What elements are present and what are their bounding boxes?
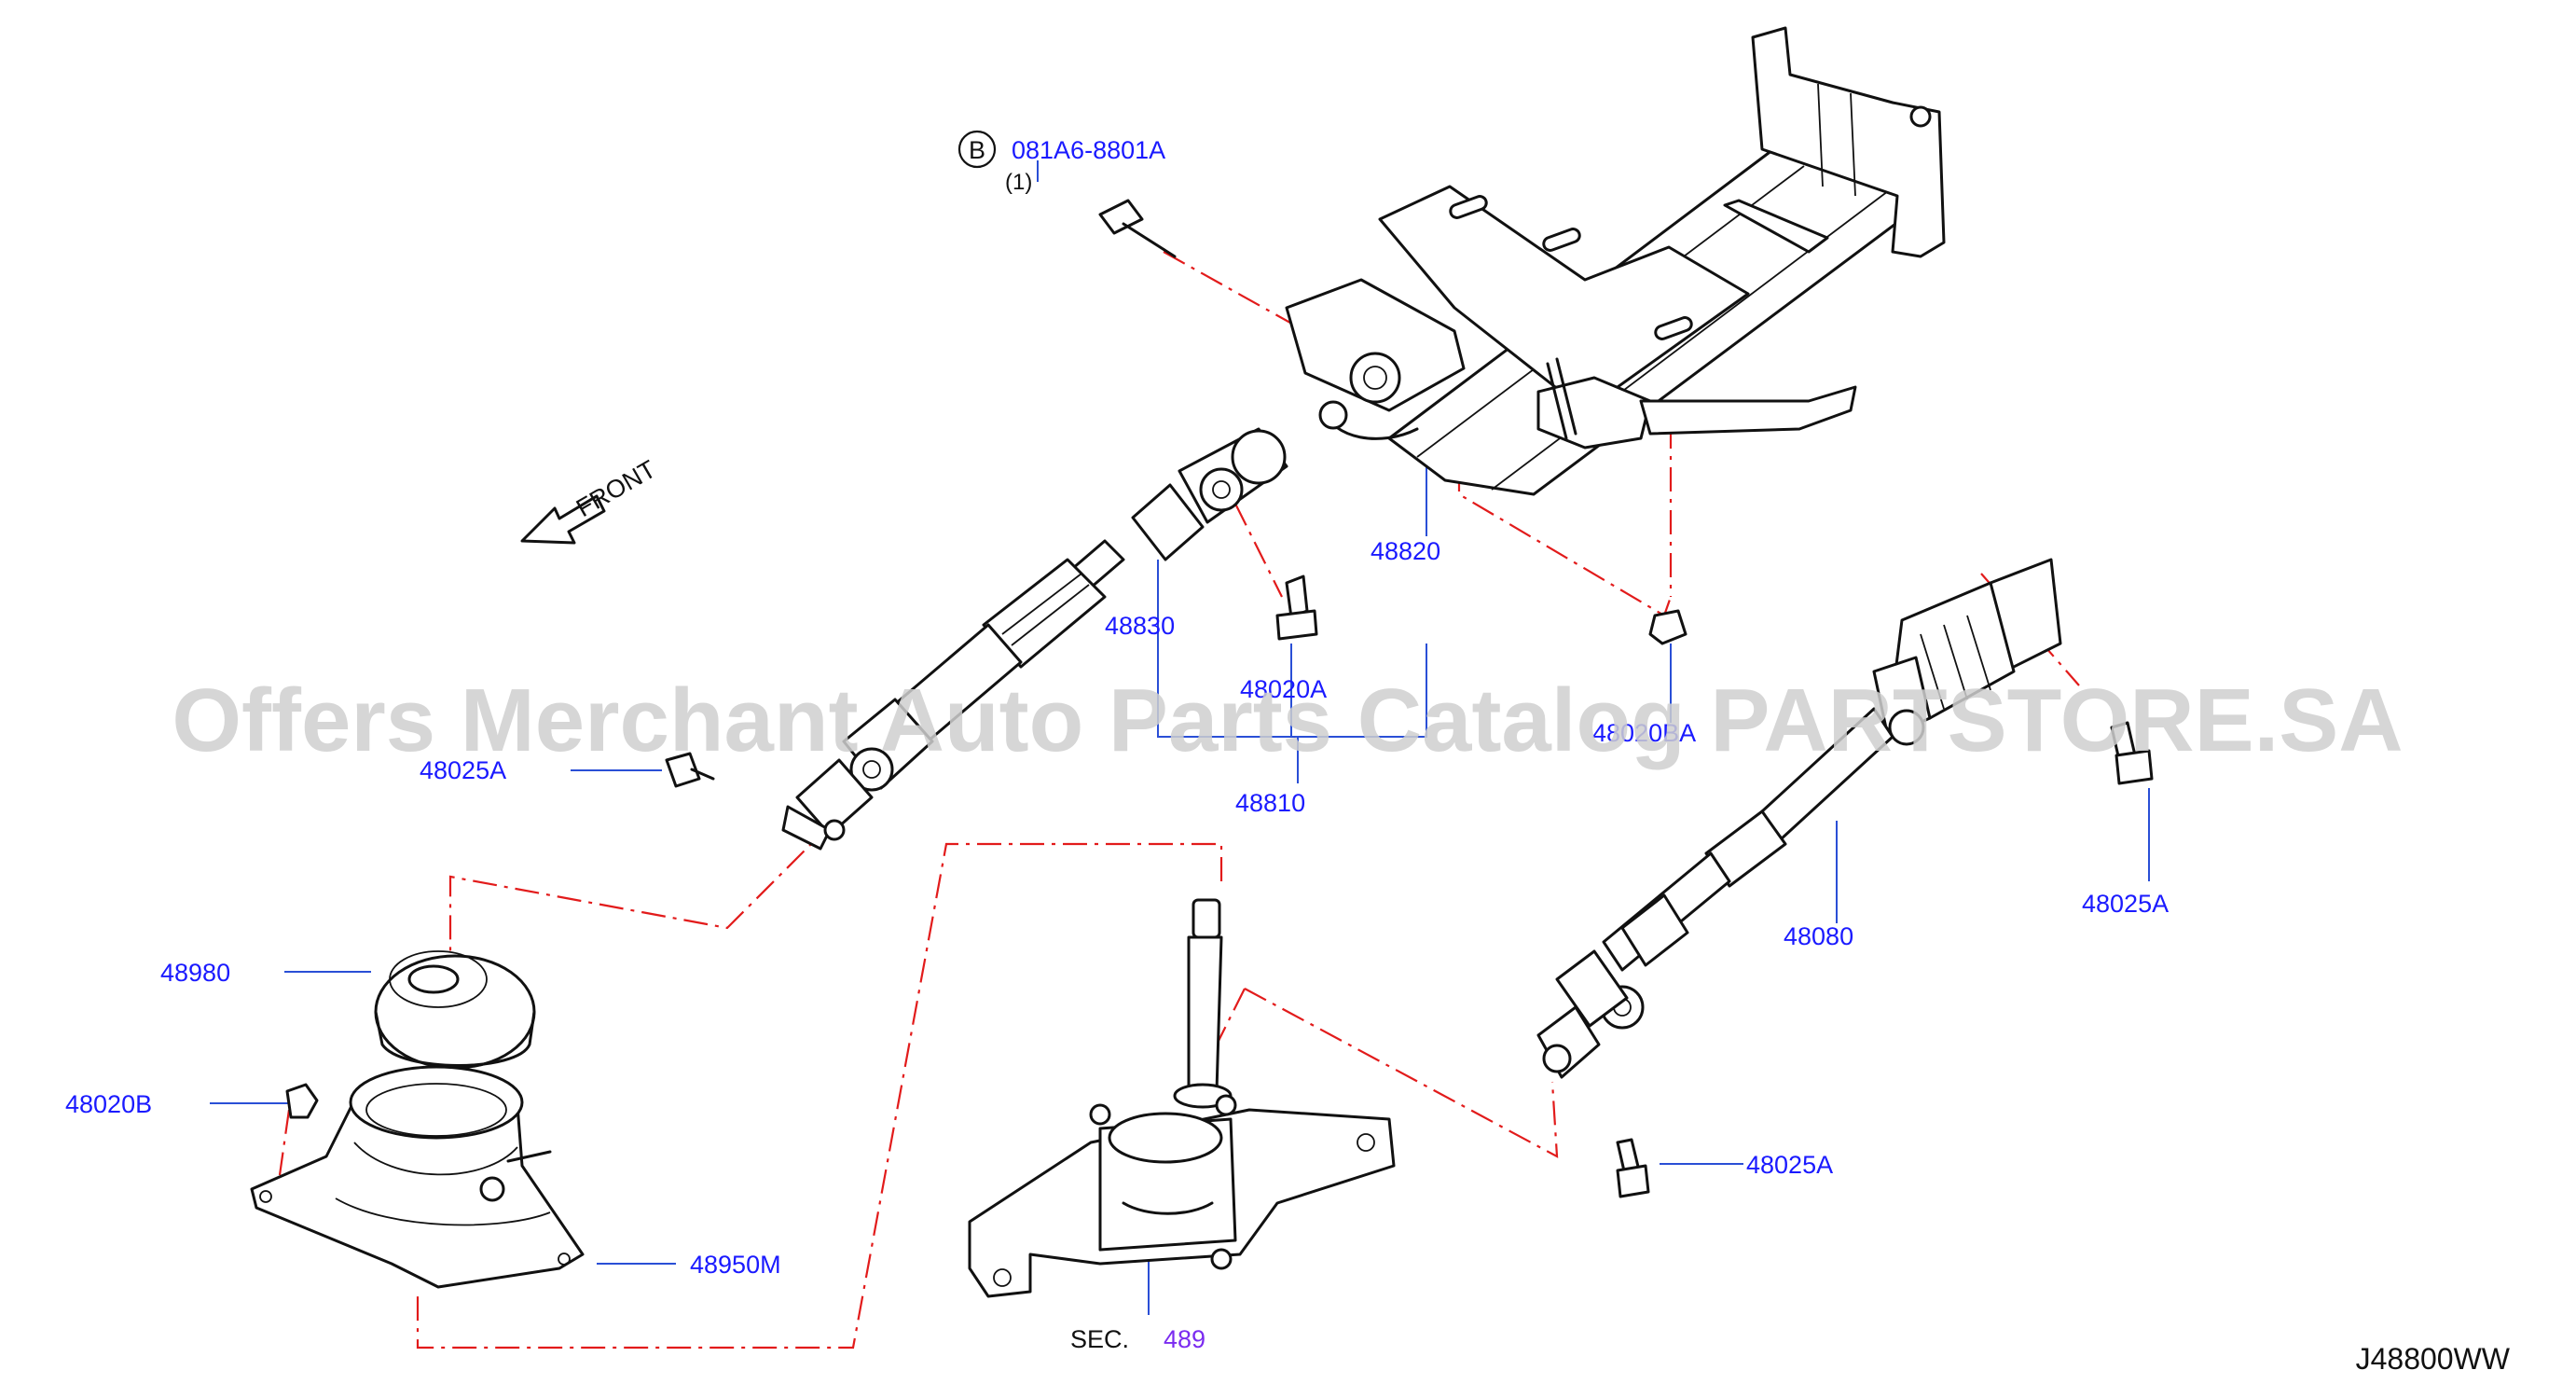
steering-column-assembly-48820 [1285, 26, 1946, 496]
lower-shaft-48080 [1536, 558, 2062, 1079]
label-48020BA: 48020BA [1592, 719, 1696, 747]
bolt-part-number: 081A6-8801A [1012, 136, 1165, 164]
label-48080: 48080 [1784, 922, 1853, 950]
callout-b-circle [957, 130, 997, 169]
section-prefix: SEC. [1070, 1325, 1129, 1353]
diagram-code: J48800WW [2356, 1342, 2511, 1376]
grommet-48980 [374, 950, 536, 1070]
label-48980: 48980 [160, 959, 230, 987]
front-label: FRONT [572, 455, 661, 522]
cover-48950M [250, 1065, 585, 1289]
label-48025A-bottom: 48025A [1746, 1151, 1833, 1179]
fasteners [285, 199, 2154, 1198]
bolt-quantity: (1) [1005, 170, 1032, 195]
label-48820: 48820 [1371, 537, 1440, 565]
label-48830: 48830 [1105, 612, 1175, 640]
steering-gear-sec-489 [968, 898, 1396, 1298]
label-48810: 48810 [1235, 789, 1305, 817]
watermark: Offers Merchant Auto Parts Catalog PARTS… [172, 671, 2403, 770]
label-48950M: 48950M [690, 1251, 781, 1279]
front-arrow-icon [520, 494, 606, 545]
leader-lines [210, 160, 2150, 1315]
intermediate-shaft-48830 [781, 427, 1288, 851]
section-number-link[interactable]: 489 [1164, 1325, 1205, 1353]
label-48020A: 48020A [1240, 675, 1327, 703]
callout-b-letter: B [969, 136, 985, 164]
label-48025A-right: 48025A [2082, 890, 2169, 918]
label-48020B: 48020B [65, 1090, 152, 1118]
label-48025A-left: 48025A [420, 756, 506, 784]
